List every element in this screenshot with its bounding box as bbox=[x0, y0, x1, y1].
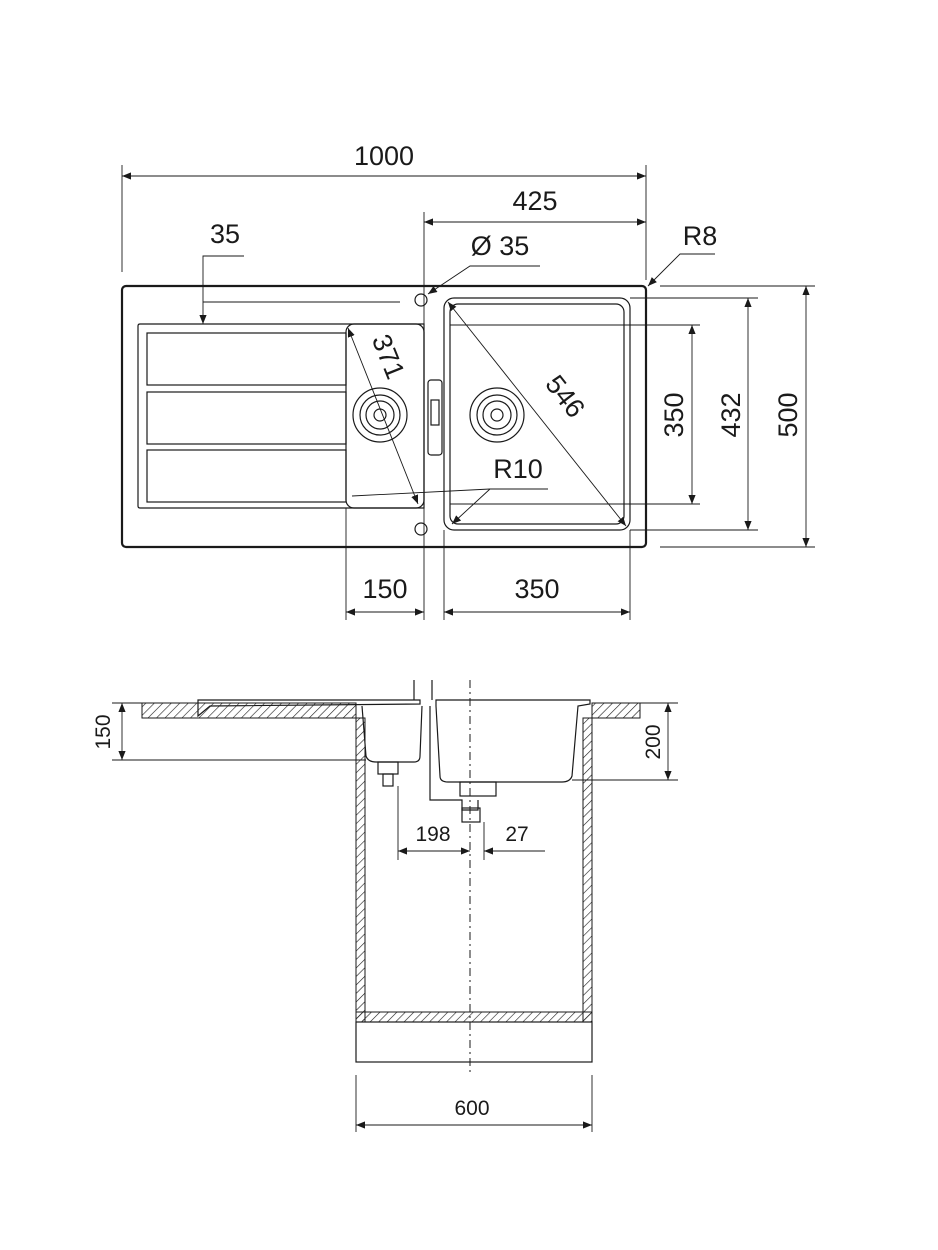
bowl-section-width-label: 425 bbox=[512, 186, 557, 216]
main-bowl-profile bbox=[435, 699, 591, 783]
inner-radius-label: R10 bbox=[493, 454, 543, 484]
main-drain-fitting bbox=[459, 781, 497, 797]
side-view: 150 200 198 27 600 bbox=[92, 680, 678, 1132]
bowl-depth-outer-label: 432 bbox=[716, 392, 746, 437]
overall-depth-label: 500 bbox=[773, 392, 803, 437]
drainer-groove-2 bbox=[146, 391, 347, 445]
countertop-left bbox=[141, 702, 357, 719]
small-drain-icon bbox=[352, 387, 408, 443]
overflow-slot bbox=[430, 399, 440, 426]
tap-hole-diameter-label: Ø 35 bbox=[471, 231, 530, 261]
cabinet-plinth bbox=[355, 1021, 593, 1063]
main-bowl bbox=[443, 297, 631, 531]
drain-offset-small-label: 27 bbox=[505, 823, 528, 846]
small-bowl-profile bbox=[361, 705, 423, 763]
tap-hole bbox=[414, 293, 428, 307]
drainer-offset-label: 35 bbox=[210, 219, 240, 249]
top-view: 1000 425 35 Ø 35 R8 371 546 R10 350 432 … bbox=[120, 141, 815, 620]
small-drain-fitting bbox=[377, 761, 399, 775]
drainer-groove-3 bbox=[146, 449, 347, 503]
cabinet-wall-left bbox=[355, 717, 366, 1023]
cabinet-width-label: 600 bbox=[454, 1097, 489, 1120]
small-bowl-height-label: 150 bbox=[92, 714, 115, 749]
bowl-depth-inner-label: 350 bbox=[659, 392, 689, 437]
drainer-area bbox=[137, 323, 425, 509]
main-bowl-height-label: 200 bbox=[642, 724, 665, 759]
overall-width-label: 1000 bbox=[354, 141, 414, 171]
small-drain-pipe bbox=[382, 773, 394, 787]
overflow bbox=[427, 379, 443, 456]
trap bbox=[461, 807, 481, 823]
outer-radius-label: R8 bbox=[683, 221, 718, 251]
cabinet-floor bbox=[355, 1011, 593, 1023]
tap-hole-alt bbox=[414, 522, 428, 536]
small-bowl-diagonal-label: 371 bbox=[366, 330, 411, 383]
countertop-right bbox=[591, 702, 641, 719]
cabinet-wall-right bbox=[582, 717, 593, 1023]
drainer-groove-1 bbox=[146, 332, 347, 386]
small-bowl-width-label: 150 bbox=[362, 574, 407, 604]
main-bowl-width-label: 350 bbox=[514, 574, 559, 604]
main-bowl-diagonal-label: 546 bbox=[539, 369, 590, 423]
main-drain-icon bbox=[469, 387, 525, 443]
sink-outline bbox=[120, 284, 648, 549]
drain-offset-label: 198 bbox=[415, 823, 450, 846]
drainer-profile bbox=[197, 699, 421, 718]
